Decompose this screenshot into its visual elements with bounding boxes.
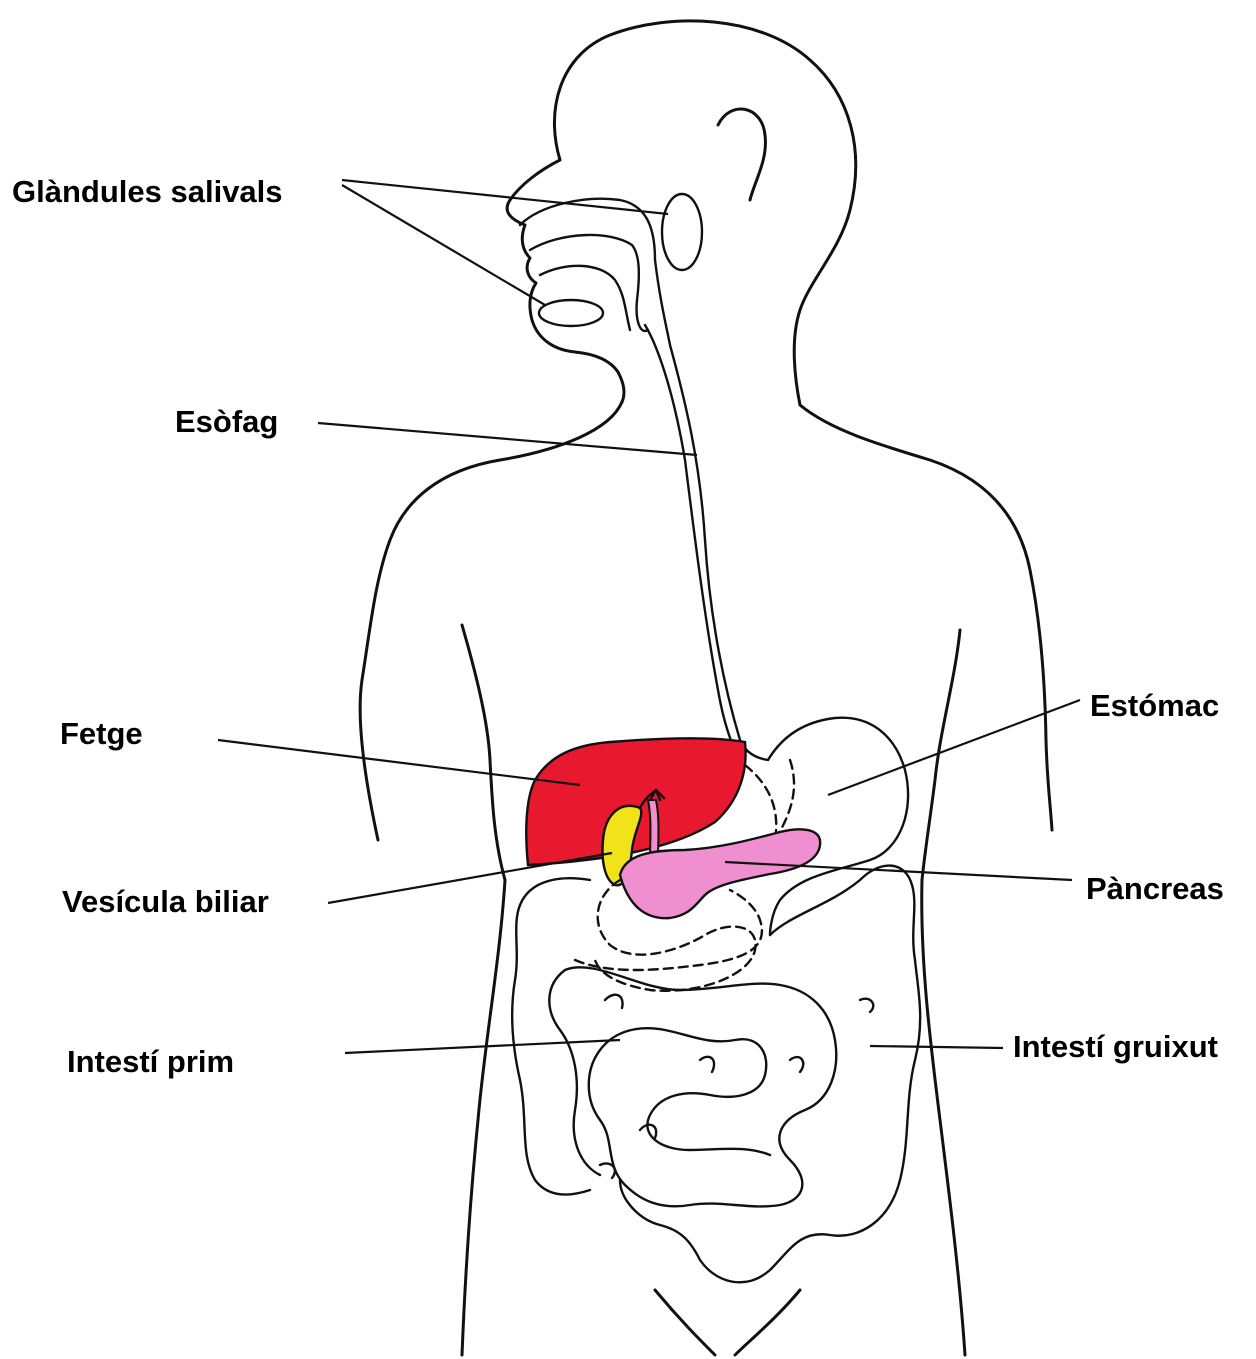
leader-salivary-2 — [342, 185, 545, 305]
label-salivary-glands: Glàndules salivals — [12, 176, 283, 207]
small-intestine — [549, 967, 836, 1206]
leader-small-intestine — [345, 1040, 620, 1053]
leader-stomach — [828, 700, 1080, 795]
intestine-folds — [600, 995, 873, 1178]
sublingual-gland — [539, 300, 603, 326]
label-gallbladder: Vesícula biliar — [62, 886, 269, 917]
right-torso-side — [922, 880, 965, 1355]
large-intestine — [512, 866, 920, 1283]
leader-salivary-1 — [342, 180, 668, 214]
right-shoulder-arm — [800, 405, 1052, 830]
ear — [718, 109, 765, 200]
label-small-intestine: Intestí prim — [67, 1046, 234, 1077]
groin-line — [655, 1290, 800, 1355]
left-torso-side — [462, 880, 505, 1355]
parotid-gland — [662, 194, 702, 270]
leader-liver — [218, 740, 580, 785]
esophagus-right-wall — [655, 260, 768, 760]
intestines — [512, 866, 920, 1283]
label-stomach: Estómac — [1090, 690, 1219, 721]
leader-lines — [218, 180, 1080, 1053]
palate — [530, 235, 639, 300]
label-pancreas: Pàncreas — [1086, 873, 1224, 904]
body-outline — [360, 21, 1052, 1355]
stomach — [768, 718, 908, 935]
head-outline — [554, 21, 855, 405]
face-profile — [507, 160, 624, 402]
tongue-top — [540, 266, 630, 330]
label-esophagus: Esòfag — [175, 406, 278, 437]
label-large-intestine: Intestí gruixut — [1013, 1031, 1218, 1062]
right-inner-arm — [922, 630, 960, 880]
left-inner-arm — [462, 625, 505, 880]
label-liver: Fetge — [60, 718, 143, 749]
oral-cavity — [520, 194, 768, 765]
leader-large-intestine — [870, 1046, 1003, 1048]
leader-esophagus — [318, 423, 697, 455]
